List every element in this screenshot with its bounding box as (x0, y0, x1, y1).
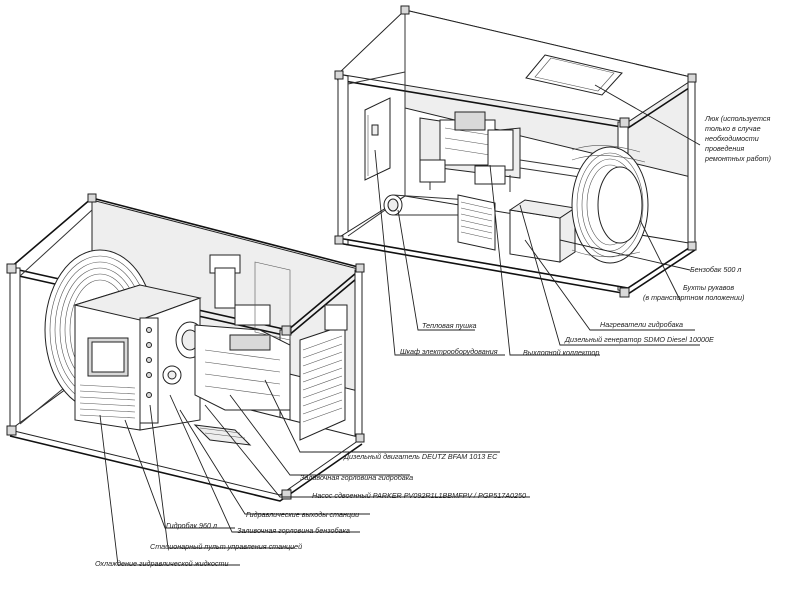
label-hatch: Люк (используется только в случае необхо… (704, 114, 772, 163)
fuel-tank-500 (508, 199, 577, 263)
label-fuel-tank-filler: Заливочная горловина бензобака (237, 526, 350, 535)
diesel-engine-deutz (162, 254, 291, 411)
left-container (6, 193, 365, 502)
hydraulic-tank-960 (73, 284, 202, 431)
callout-labels: Люк (используется только в случае необхо… (95, 114, 772, 568)
right-container (334, 5, 697, 298)
label-exhaust-collector: Выхлопной коллектор (523, 348, 599, 357)
cooling-grille (79, 384, 136, 419)
label-station-outlets: Гидравлические выходы станции (246, 510, 359, 519)
label-hydraulic-tank-filler: Заливочная горловина гидробака (300, 473, 413, 482)
label-hydraulic-tank-heaters: Нагреватели гидробака (600, 320, 683, 329)
generator-radiator (457, 194, 496, 251)
engine-radiator (299, 304, 348, 441)
label-diesel-generator: Дизельный генератор SDMO Diesel 10000E (564, 335, 714, 344)
roof-hatch (525, 54, 623, 96)
label-hose-reels: Бухты рукавов (в транспортном положении) (643, 283, 744, 302)
control-panel (139, 317, 159, 424)
label-heat-gun: Тепловая пушка (422, 321, 477, 330)
hose-reel-right (571, 145, 649, 264)
label-electrical-cabinet: Шкаф электрооборудования (400, 347, 498, 356)
label-pump: Насос сдвоенный PARKER PV092R1L1BBMFPV /… (312, 491, 526, 500)
diesel-generator-unit (419, 111, 621, 192)
label-control-panel: Стационарный пульт управления станцией (150, 542, 302, 551)
electrical-cabinet (364, 97, 391, 181)
label-hydraulic-tank: Гидробак 960 л (166, 521, 217, 530)
leader-lines (99, 84, 701, 566)
label-fluid-cooling: Охлаждение гидравлической жидкости (95, 559, 229, 568)
heat-gun (383, 194, 471, 216)
label-fuel-tank: Бензобак 500 л (690, 265, 741, 274)
label-diesel-engine: Дизельный двигатель DEUTZ BFAM 1013 EC (343, 452, 498, 461)
